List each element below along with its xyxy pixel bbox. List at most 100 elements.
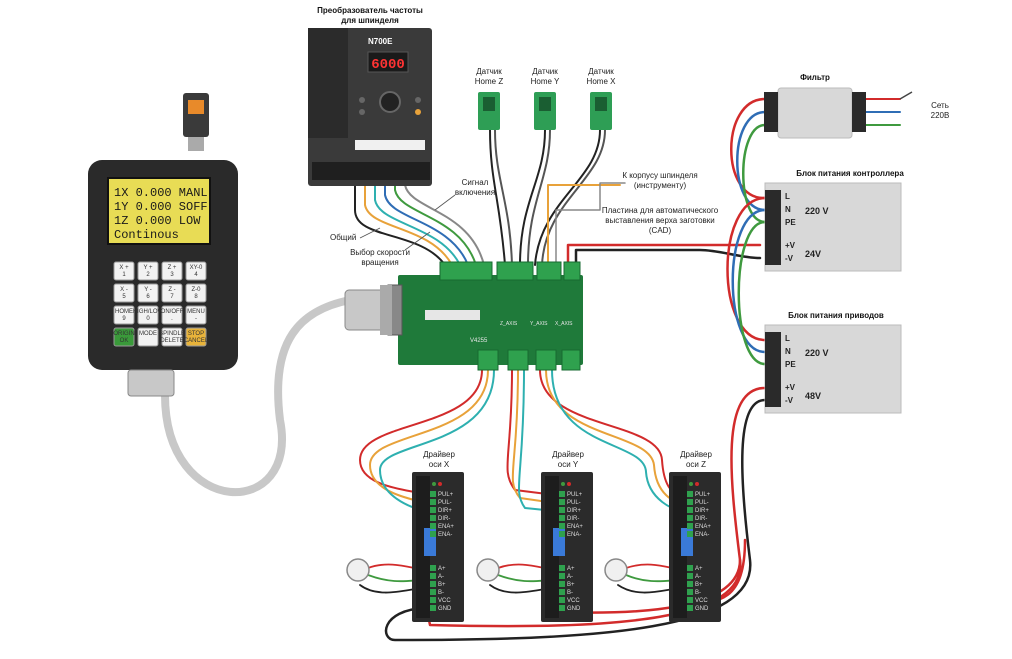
keypad-key-face[interactable] <box>161 283 183 303</box>
keypad-key-face[interactable] <box>137 305 159 325</box>
keypad-key-face[interactable] <box>137 283 159 303</box>
driver-terminal <box>430 531 436 537</box>
sensor-z-label-1: Датчик <box>476 67 502 76</box>
driver-pin-label: B+ <box>567 582 575 588</box>
driver-terminal <box>559 499 565 505</box>
vfd-title-2: для шпинделя <box>341 16 399 25</box>
driver-pin-label: A+ <box>438 566 446 572</box>
keypad-key-0[interactable]: X +1 <box>113 261 135 281</box>
driver-pin-label: B+ <box>438 582 446 588</box>
vfd-display <box>367 51 409 73</box>
driver-terminal <box>687 605 693 611</box>
driver-terminal <box>687 523 693 529</box>
keypad-key-face[interactable] <box>185 283 207 303</box>
keypad-key-face[interactable] <box>185 261 207 281</box>
plate-wire <box>555 182 626 266</box>
driver-terminal <box>687 565 693 571</box>
board-dip <box>425 310 480 320</box>
vfd-knob[interactable] <box>379 91 401 113</box>
sensor-x-label-1: Датчик <box>588 67 614 76</box>
driver-terminal <box>687 581 693 587</box>
keypad-key-2[interactable]: Z +3 <box>161 261 183 281</box>
keypad-key-face[interactable] <box>113 305 135 325</box>
driver-terminal <box>687 573 693 579</box>
keypad-key-label: 3 <box>170 272 174 278</box>
keypad-key-face[interactable] <box>113 283 135 303</box>
vfd-terminal-bottom <box>312 162 430 180</box>
sensor-y-label-2: Home Y <box>531 77 560 86</box>
keypad-key-1[interactable]: Y +2 <box>137 261 159 281</box>
lcd-line-3: 1Z 0.000 LOW <box>114 214 201 228</box>
mains-red-2 <box>726 196 767 342</box>
keypad-key-face[interactable] <box>137 327 159 347</box>
keypad-key-label: HOME <box>115 309 133 315</box>
keypad-key-7[interactable]: Z-08 <box>185 283 207 303</box>
driver-pin-label: VCC <box>567 598 580 604</box>
driver-pin-label: PUL- <box>695 500 709 506</box>
controller-db-port <box>127 369 175 397</box>
psu-controller-pin-n: N <box>785 205 791 214</box>
keypad-key-label: 2 <box>146 272 150 278</box>
driver-terminal <box>687 499 693 505</box>
driver-terminal <box>687 589 693 595</box>
driver-terminal <box>687 507 693 513</box>
mains-blue <box>736 110 767 212</box>
vfd-button-1[interactable] <box>359 97 365 103</box>
psu-controller-terminal <box>765 190 781 265</box>
driver-terminal <box>430 491 436 497</box>
mains-switch[interactable] <box>899 91 913 100</box>
board-pcb <box>398 275 583 365</box>
driver-x-signal-teal <box>379 369 495 512</box>
keypad-key-13[interactable]: MODE <box>137 327 159 347</box>
driver-led-green <box>689 482 693 486</box>
keypad-key-face[interactable] <box>185 305 207 325</box>
keypad-key-face[interactable] <box>113 327 135 347</box>
psu-drives-title: Блок питания приводов <box>788 311 884 320</box>
psu-controller: Блок питания контроллера L N PE +V -V 22… <box>764 169 904 272</box>
board-out-aux <box>561 349 581 371</box>
psu-controller-pin-vn: -V <box>785 254 794 263</box>
driver-pin-label: B- <box>695 590 701 596</box>
keypad-key-face[interactable] <box>161 261 183 281</box>
keypad-key-label: 9 <box>122 316 126 322</box>
filter: Фильтр Сеть 220В <box>764 73 949 139</box>
keypad-key-face[interactable] <box>161 305 183 325</box>
vfd-button-3[interactable] <box>415 97 421 103</box>
keypad-key-face[interactable] <box>113 261 135 281</box>
keypad-key-label: 0 <box>146 316 150 322</box>
board-conn-y: Y_AXIS <box>530 321 548 327</box>
driver-heatsink <box>416 476 430 618</box>
vfd-button-2[interactable] <box>359 109 365 115</box>
vfd-button-4[interactable] <box>415 109 421 115</box>
board-probe-header <box>536 261 562 281</box>
keypad-key-10[interactable]: ON/OFF. <box>161 305 184 325</box>
driver-terminal <box>559 507 565 513</box>
keypad-key-5[interactable]: Y -6 <box>137 283 159 303</box>
driver-pin-label: PUL+ <box>438 492 454 498</box>
keypad-key-label: ON/OFF <box>161 309 184 315</box>
driver-pin-label: ENA+ <box>438 524 454 530</box>
mains-green <box>742 123 767 224</box>
keypad-key-11[interactable]: MENU- <box>185 305 207 325</box>
keypad-key-label: Z + <box>168 265 177 271</box>
keypad-key-label: 7 <box>170 294 174 300</box>
keypad-key-6[interactable]: Z -7 <box>161 283 183 303</box>
keypad-key-3[interactable]: XY-04 <box>185 261 207 281</box>
psu-drives-pin-vp: +V <box>785 383 796 392</box>
keypad-key-4[interactable]: X -5 <box>113 283 135 303</box>
keypad-key-label: MODE <box>139 331 157 337</box>
keypad-key-face[interactable] <box>137 261 159 281</box>
vfd-wire-blue <box>384 149 469 266</box>
driver-terminal <box>430 581 436 587</box>
keypad-key-face[interactable] <box>185 327 207 347</box>
driver-pin-label: GND <box>567 606 581 612</box>
sensor-y-wire <box>519 129 546 266</box>
keypad-key-face[interactable] <box>161 327 183 347</box>
keypad-key-label: OK <box>120 338 129 344</box>
